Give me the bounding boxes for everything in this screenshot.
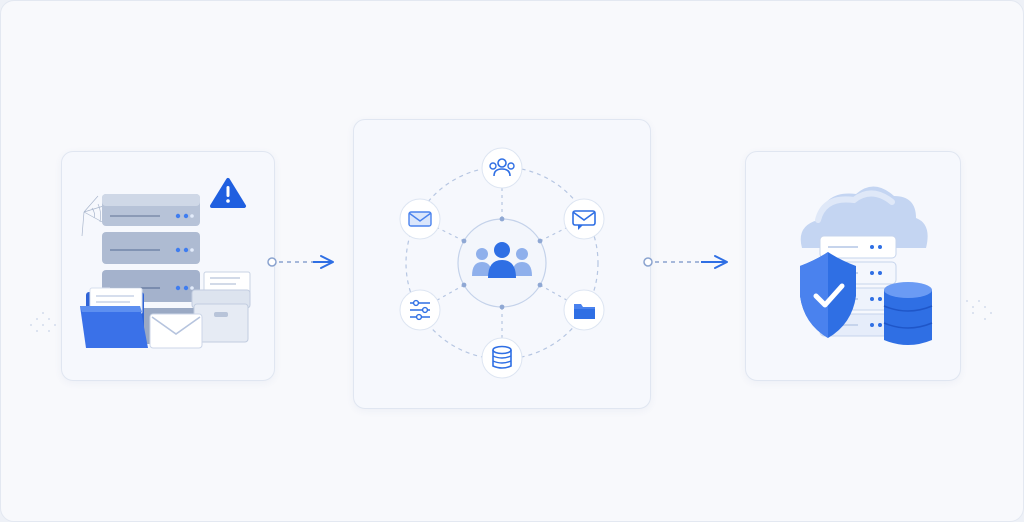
archive-box-icon	[191, 271, 251, 343]
cobweb-icon	[81, 195, 111, 237]
open-folder-icon	[80, 287, 148, 348]
integration-hub-panel	[353, 119, 651, 409]
chat-mail-icon	[563, 198, 605, 240]
database-icon	[481, 337, 523, 379]
users-group-icon	[472, 242, 532, 278]
users-icon	[481, 147, 523, 189]
legacy-systems-panel	[61, 151, 275, 381]
secure-cloud-panel	[745, 151, 961, 381]
cloud-icon	[800, 186, 928, 248]
warning-icon	[210, 178, 246, 208]
mail-icon	[399, 198, 441, 240]
spoke-joints	[461, 216, 543, 310]
folder-icon	[563, 289, 605, 331]
database-cylinder-icon	[883, 282, 933, 345]
shield-check-icon	[800, 252, 856, 338]
email-envelope-icon	[149, 313, 203, 349]
sliders-icon	[399, 289, 441, 331]
